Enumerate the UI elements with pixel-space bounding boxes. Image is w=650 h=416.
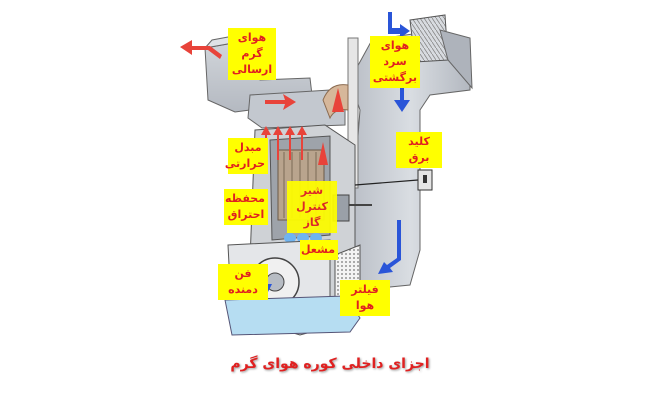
- label-blower-fan-text: فن دمنده: [228, 267, 258, 296]
- label-gas-valve: شیر کنترل گاز: [287, 181, 337, 233]
- label-heat-exchanger: مبدل حرارتی: [224, 138, 268, 174]
- filter-base: [224, 295, 361, 336]
- label-air-filter-text: فیلتر هوا: [351, 283, 379, 312]
- label-gas-valve-line2: کنترل گاز: [296, 200, 328, 229]
- label-cold-air-return: هوای سرد برگشتی: [370, 36, 420, 88]
- label-gas-valve-line1: شیر: [300, 184, 324, 197]
- furnace-cabinet: [224, 124, 372, 336]
- diagram-caption: اجزای داخلی کوره هوای گرم: [230, 356, 430, 372]
- label-burner-text: مشعل: [300, 243, 335, 256]
- label-cold-air-return-line2: برگشتی: [372, 71, 417, 84]
- label-warm-air-supply-line1: هوای گرم: [237, 31, 267, 60]
- warm-arrow-up-3: [285, 126, 295, 160]
- cold-arrow-duct-upper: [394, 75, 410, 112]
- label-blower-fan: فن دمنده: [218, 264, 268, 300]
- cold-arrow-intake: [388, 12, 410, 38]
- warm-air-arrows: [180, 40, 344, 165]
- power-wire: [354, 179, 419, 186]
- label-heat-exchanger-line2: حرارتی: [224, 157, 265, 170]
- warm-arrow-up-4: [297, 126, 307, 160]
- warm-arrow-exit: [180, 40, 222, 59]
- label-burner: مشعل: [300, 240, 338, 260]
- warm-arrow-up-2: [273, 126, 283, 160]
- warm-arrow-flue: [332, 88, 344, 112]
- label-warm-air-supply: هوای گرم ارسالی: [228, 28, 276, 80]
- label-cold-air-return-line1: هوای سرد: [380, 39, 410, 68]
- label-power-switch-text: کلید برق: [408, 135, 430, 164]
- label-power-switch: کلید برق: [396, 132, 442, 168]
- warm-arrow-plenum: [265, 94, 296, 110]
- cold-arrow-duct-lower: [378, 220, 401, 274]
- label-combustion-chamber: محفظه احتراق: [224, 189, 268, 225]
- label-combustion-chamber-line2: احتراق: [227, 208, 265, 221]
- label-air-filter: فیلتر هوا: [340, 280, 390, 316]
- label-warm-air-supply-line2: ارسالی: [231, 63, 273, 76]
- warm-arrow-exchanger: [318, 142, 328, 165]
- label-combustion-chamber-line1: محفظه: [224, 192, 265, 205]
- label-heat-exchanger-line1: مبدل: [234, 141, 262, 154]
